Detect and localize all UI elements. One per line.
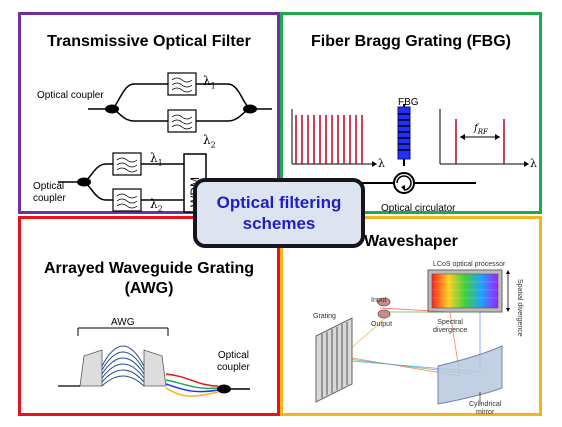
output-label: Output — [371, 321, 393, 328]
waveshaper-panel: Waveshaper — [280, 216, 542, 416]
lcos-label: LCoS optical processor — [433, 261, 506, 268]
transmissive-filter-panel: Transmissive Optical Filter Optical coup… — [18, 12, 280, 214]
spatial-divergence-label: Spatial divergence — [516, 279, 523, 337]
lambda-axis-right: λ — [530, 157, 537, 170]
center-title-line1: Optical filtering — [216, 193, 342, 212]
awg-panel: Arrayed Waveguide Grating(AWG) AWG Optic… — [18, 216, 280, 416]
grating-label: Grating — [313, 313, 336, 320]
center-title-box: Optical filtering schemes — [193, 178, 365, 248]
frf-label: fRF — [474, 123, 488, 136]
center-title-line2: schemes — [242, 214, 316, 233]
input-label: Input — [371, 297, 387, 304]
lambda-2-label-top: λ2 — [203, 133, 216, 150]
lambda-axis-left: λ — [378, 157, 385, 170]
waveshaper-schematic — [315, 269, 510, 405]
lambda-2-label-bottom: λ2 — [150, 197, 163, 214]
lambda-1-label-bottom: λ1 — [150, 151, 163, 168]
fbg-schematic — [291, 104, 529, 194]
awg-label: AWG — [111, 317, 135, 328]
fbg-panel-title: Fiber Bragg Grating (FBG) — [311, 33, 511, 50]
fbg-label: FBG — [398, 97, 419, 108]
awg-panel-title: Arrayed Waveguide Grating(AWG) — [43, 260, 255, 297]
optical-circulator-label: Optical circulator — [381, 203, 456, 214]
lambda-1-label-top: λ1 — [203, 74, 216, 91]
optical-coupler-label: Optical coupler — [37, 90, 104, 101]
filter-panel-title: Transmissive Optical Filter — [47, 33, 251, 50]
waveshaper-panel-title: Waveshaper — [364, 233, 458, 250]
awg-schematic — [58, 327, 250, 397]
